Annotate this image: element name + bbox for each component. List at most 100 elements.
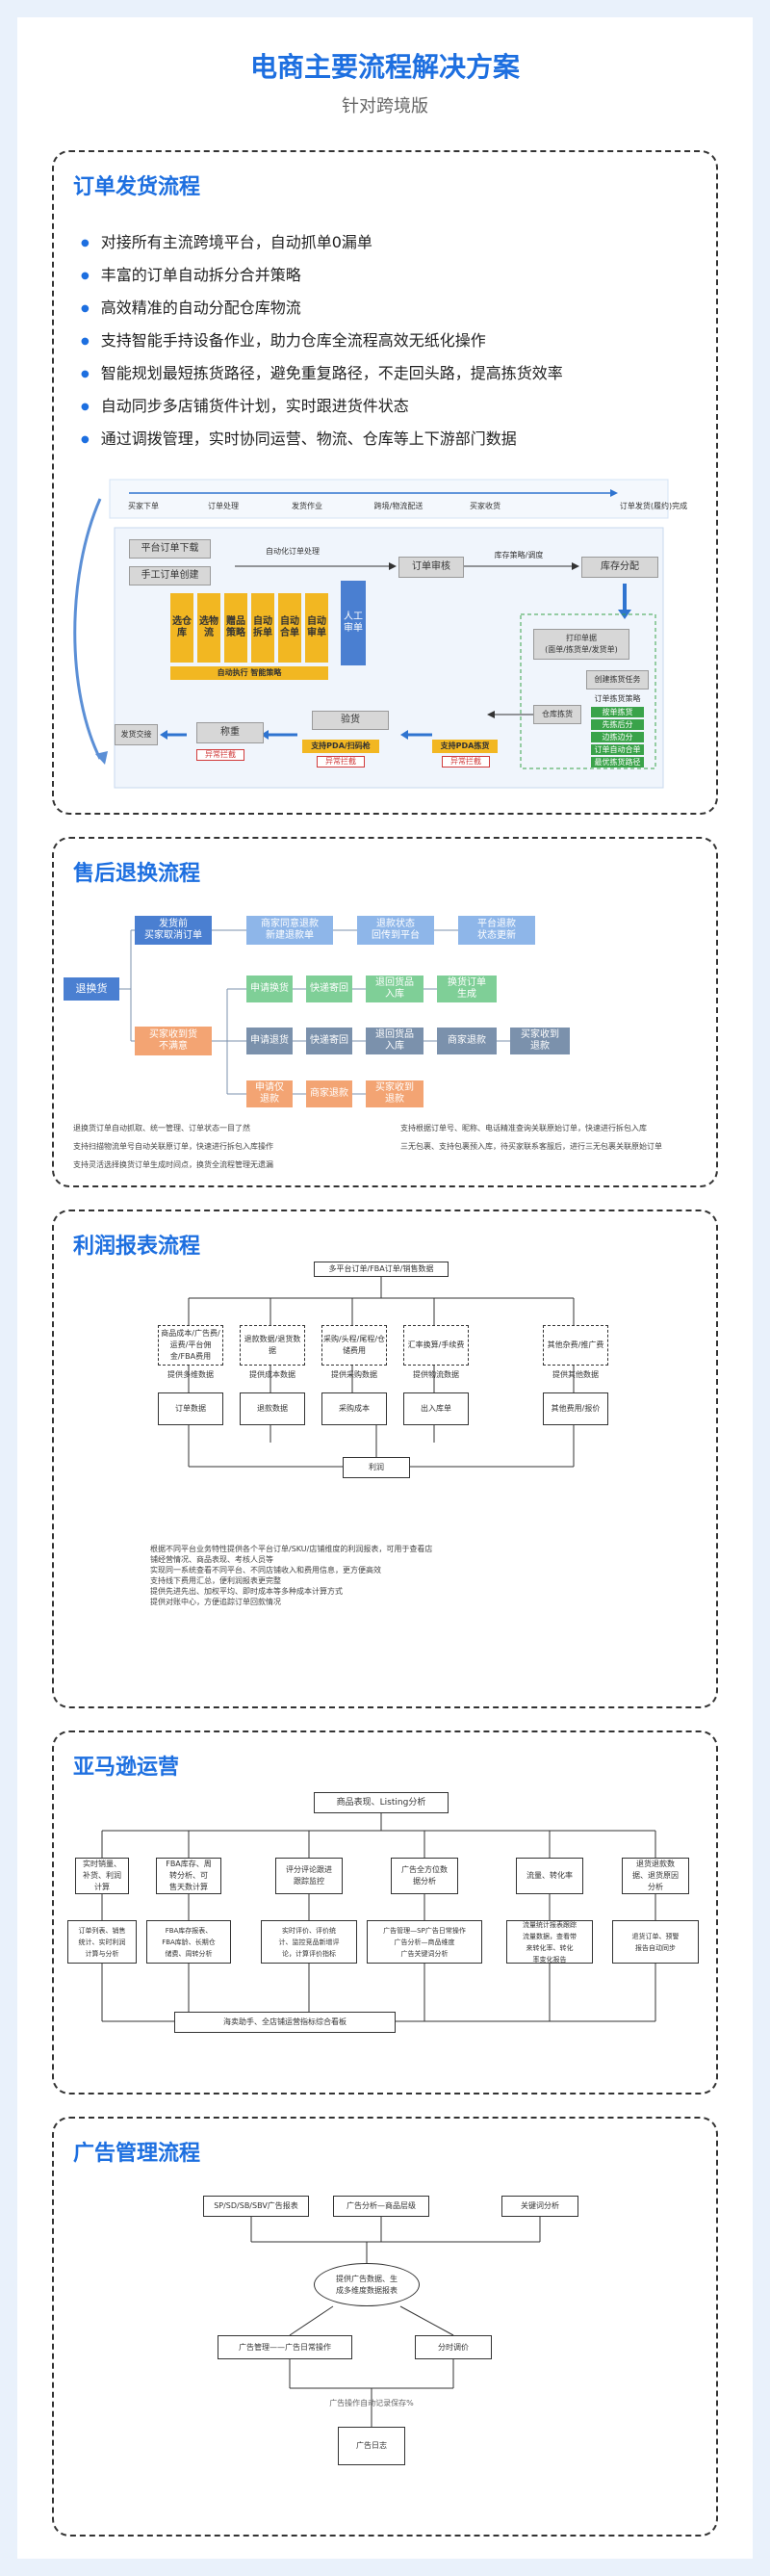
manual-audit-box: 人工审单 — [341, 581, 366, 665]
amazon-connectors — [101, 1811, 656, 2022]
bullet-item: 支持智能手持设备作业，助力仓库全流程高效无纸化操作 — [81, 325, 563, 358]
after-sales-card: 售后退换流程 退换货 发货前 买家取消订单 买家收到货 不满意 — [52, 837, 718, 1187]
return-step: 申请退货 — [246, 1028, 293, 1054]
strategy-warehouse: 选仓库 — [170, 593, 193, 663]
profit-connectors — [188, 1275, 575, 1468]
profit-data-node: 订单数据 — [158, 1392, 223, 1425]
bullet-item: 通过调拨管理，实时协同运营、物流、仓库等上下游部门数据 — [81, 424, 563, 456]
exchange-step: 申请换货 — [246, 976, 293, 1002]
strategy-split: 自动拆单 — [251, 593, 274, 663]
refund-only-step: 买家收到 退款 — [366, 1080, 424, 1107]
exception-tag: 异常拦截 — [317, 756, 365, 768]
pick-option: 先拣后分 — [591, 719, 644, 730]
refund-step: 退款状态 回传到平台 — [357, 916, 434, 945]
note-item: 支持线下费用汇总，便利润报表更完整 — [150, 1576, 281, 1585]
amazon-detail: 流量统计报表跟踪 流量数据，查看带 来转化率、转化 率变化报告 — [506, 1920, 593, 1964]
profit-result-node: 利润 — [343, 1457, 410, 1478]
after-sales-connectors — [119, 929, 510, 1095]
pick-option: 最优拣货路径 — [591, 757, 644, 768]
note-item: 支持灵活选择换货订单生成时间点，换货全流程管理无遗漏 — [73, 1160, 273, 1169]
ads-card: 广告管理流程 SP/SD/SB/SBV广告报表 广告分析—商品层级 关键词分析 … — [52, 2117, 718, 2537]
after-sales-title: 售后退换流程 — [73, 862, 201, 886]
weigh-box: 称重 — [196, 722, 264, 743]
amazon-card: 亚马逊运营 商品表现、Listing分析 实时销量、 补 — [52, 1730, 718, 2095]
profit-mid-label: 提供多维数据 — [167, 1370, 214, 1379]
flow-step-buyer-order: 买家下单 — [128, 502, 159, 510]
auto-exec-bar: 自动执行 智能策略 — [170, 666, 328, 680]
profit-card: 利润报表流程 多平台订单/FBA订单/销售数据 商品成本/广告费/运费/平台佣金… — [52, 1210, 718, 1708]
strategy-logistics: 选物流 — [197, 593, 220, 663]
exchange-step: 换货订单 生成 — [437, 976, 497, 1002]
bullet-item: 高效精准的自动分配仓库物流 — [81, 293, 563, 325]
pick-strategy-label: 订单拣货策略 — [594, 694, 641, 703]
ads-title: 广告管理流程 — [73, 2142, 201, 2166]
exchange-step: 快递寄回 — [306, 976, 352, 1002]
inspect-box: 验货 — [312, 711, 389, 730]
profit-source: 其他杂费/推广费 — [543, 1325, 608, 1366]
order-audit-box: 订单审核 — [398, 557, 464, 578]
amazon-detail: 实时评价、评价统 计、监控竞品新增评 论，计算评价指标 — [261, 1920, 357, 1964]
ads-report-node: SP/SD/SB/SBV广告报表 — [203, 2196, 309, 2217]
order-flow-diagram: 买家下单 订单处理 发货作业 跨境/物流配送 买家收货 订单发货(履约)完成 平… — [71, 479, 697, 797]
stock-strategy-label: 库存策略/调度 — [494, 551, 544, 559]
flow-step-complete: 订单发货(履约)完成 — [619, 502, 688, 510]
ads-data-node: 提供广告数据、生 成多维度数据报表 — [314, 2263, 420, 2306]
return-step: 快递寄回 — [306, 1028, 352, 1054]
bullet-item: 丰富的订单自动拆分合并策略 — [81, 260, 563, 293]
profit-mid-label: 提供物流数据 — [413, 1370, 459, 1379]
pda-pick-tag: 支持PDA拣货 — [432, 740, 498, 753]
auto-process-label: 自动化订单处理 — [266, 547, 320, 556]
strategy-audit: 自动审单 — [305, 593, 328, 663]
amazon-detail: 广告管理—SP广告日常操作 广告分析—商品维度 广告关键词分析 — [367, 1920, 482, 1964]
manual-create-box: 手工订单创建 — [129, 566, 211, 585]
profit-source: 采购/头程/尾程/仓储费用 — [321, 1325, 387, 1366]
amazon-detail: 退货订单、预警 报告自动同步 — [612, 1920, 699, 1964]
flow-step-ship: 发货作业 — [292, 502, 322, 510]
profit-mid-label: 提供采购数据 — [331, 1370, 377, 1379]
profit-mid-label: 提供成本数据 — [249, 1370, 295, 1379]
note-item: 根据不同平台业务特性提供各个平台订单/SKU/店铺维度的利润报表，可用于查看店 — [150, 1545, 433, 1553]
pick-option: 边拣边分 — [591, 732, 644, 742]
ads-analysis-node: 广告分析—商品层级 — [333, 2196, 429, 2217]
exception-tag: 异常拦截 — [196, 749, 244, 761]
strategy-merge: 自动合单 — [278, 593, 301, 663]
order-card-title: 订单发货流程 — [73, 175, 201, 199]
pda-inspect-tag: 支持PDA/扫码枪 — [302, 740, 379, 753]
platform-download-box: 平台订单下载 — [129, 539, 211, 559]
note-item: 支持根据订单号、昵称、电话精准查询关联原始订单，快速进行拆包入库 — [400, 1124, 647, 1132]
ads-note: 广告操作自动记录保存% — [329, 2399, 414, 2407]
refund-step: 商家同意退款 新建退款单 — [246, 916, 333, 945]
amazon-top-node: 商品表现、Listing分析 — [314, 1792, 449, 1813]
branch-received: 买家收到货 不满意 — [135, 1027, 212, 1055]
bullet-item: 智能规划最短拣货路径，避免重复路径，不走回头路，提高拣货效率 — [81, 358, 563, 391]
refund-only-step: 商家退款 — [306, 1080, 352, 1107]
bullet-item: 自动同步多店铺货件计划，实时跟进货件状态 — [81, 391, 563, 424]
note-item: 实现同一系统查看不同平台、不同店铺收入和费用信息，更方便高效 — [150, 1566, 381, 1574]
profit-data-node: 采购成本 — [321, 1392, 387, 1425]
note-item: 提供先进先出、加权平均、即时成本等多种成本计算方式 — [150, 1587, 343, 1596]
after-sales-root: 退换货 — [64, 977, 119, 1001]
note-item: 三无包裹、支持包裹预入库，待买家联系客服后，进行三无包裹关联原始订单 — [400, 1142, 662, 1151]
return-step: 退回货品 入库 — [366, 1028, 424, 1054]
exchange-step: 退回货品 入库 — [366, 976, 424, 1002]
pick-option: 按单拣货 — [591, 707, 644, 717]
ads-dayparting-node: 分时调价 — [415, 2335, 492, 2359]
return-step: 商家退款 — [437, 1028, 497, 1054]
ads-keyword-node: 关键词分析 — [501, 2196, 578, 2217]
ads-connectors — [250, 2217, 541, 2427]
profit-source: 汇率换算/手续费 — [403, 1325, 469, 1366]
page-title: 电商主要流程解决方案 — [249, 51, 520, 83]
profit-source: 商品成本/广告费/运费/平台佣金/FBA费用 — [158, 1325, 223, 1366]
create-pick-box: 创建拣货任务 — [586, 670, 649, 690]
profit-notes: 根据不同平台业务特性提供各个平台订单/SKU/店铺维度的利润报表，可用于查看店 … — [150, 1544, 612, 1607]
strategy-gift: 赠品策略 — [224, 593, 247, 663]
branch-before-ship: 发货前 买家取消订单 — [135, 916, 212, 945]
ads-manage-node: 广告管理——广告日常操作 — [218, 2335, 352, 2359]
bullet-item: 对接所有主流跨境平台，自动抓单0漏单 — [81, 227, 563, 260]
profit-top-node: 多平台订单/FBA订单/销售数据 — [314, 1262, 449, 1277]
flow-step-order-process: 订单处理 — [208, 502, 239, 510]
profit-data-node: 退款数据 — [240, 1392, 305, 1425]
amazon-metric: 实时销量、 补货、利润 计算 — [75, 1858, 129, 1894]
amazon-detail: 订单列表、销售 统计、实时利润 计算与分析 — [67, 1920, 137, 1964]
note-item: 退换货订单自动抓取、统一管理、订单状态一目了然 — [73, 1124, 250, 1132]
